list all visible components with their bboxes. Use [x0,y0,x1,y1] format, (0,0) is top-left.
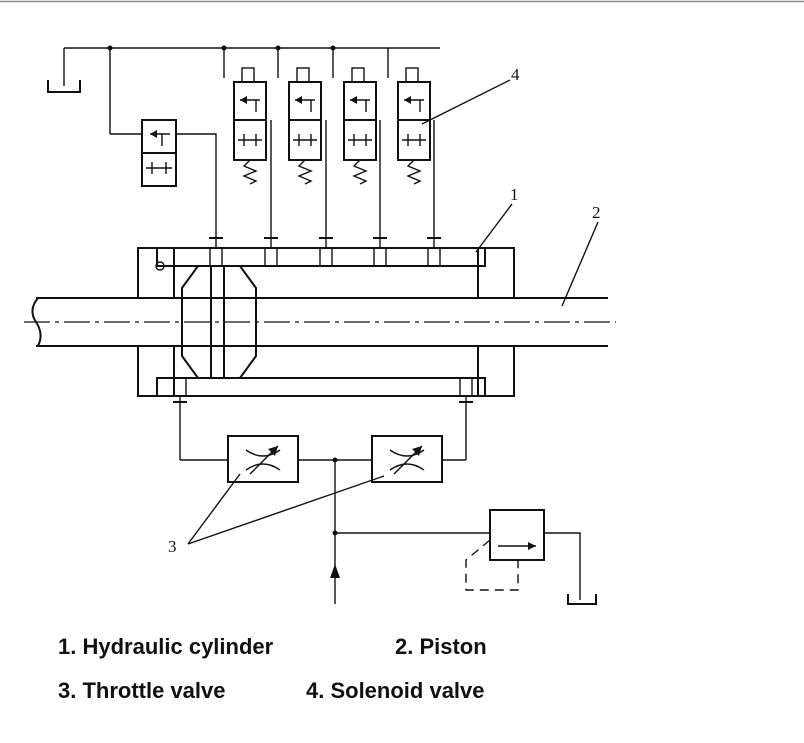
piston-rod [24,297,616,347]
throttle-valve-right [371,435,443,483]
check-valve [141,119,223,248]
callout-3: 3 [168,537,177,556]
piston-head [181,265,257,379]
solenoid-valve-4 [397,67,431,185]
legend-item-1: 1. Hydraulic cylinder [58,634,274,659]
solenoid-valve-1 [233,67,267,185]
solenoid-valve-2 [288,67,322,185]
legend-item-4: 4. Solenoid valve [306,678,485,703]
callout-4: 4 [511,65,520,84]
return-lines [47,45,440,135]
solenoid-valve-3 [343,67,377,185]
bottom-circuit [173,396,490,604]
relief-valve [465,509,597,605]
callout-2: 2 [592,203,601,222]
legend-item-3: 3. Throttle valve [58,678,226,703]
callout-leaders [187,79,599,545]
legend-item-2: 2. Piston [395,634,487,659]
callout-1: 1 [510,185,519,204]
valve-outlet-lines [264,120,441,248]
throttle-valve-left [227,435,299,483]
